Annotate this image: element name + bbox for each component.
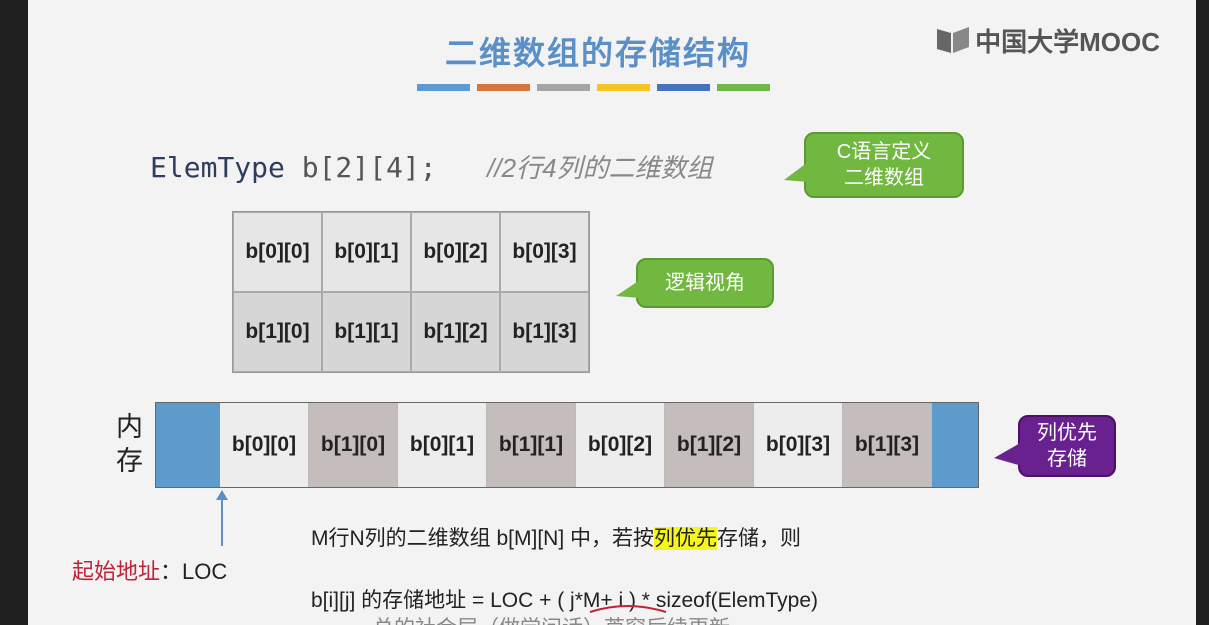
start-address-value: LOC — [182, 559, 228, 584]
code-type: ElemType — [150, 151, 285, 184]
start-address-sep: ： — [160, 559, 183, 584]
grid-cell: b[0][2] — [411, 212, 500, 292]
color-bar-5 — [657, 84, 710, 91]
formula-line-1: M行N列的二维数组 b[M][N] 中，若按列优先存储，则 — [311, 522, 801, 552]
memory-cell: b[1][1] — [487, 403, 576, 487]
code-comment: //2行4列的二维数组 — [487, 153, 713, 183]
memory-cell: b[1][3] — [843, 403, 932, 487]
formula-line-1-post: 存储，则 — [717, 527, 802, 550]
brand-text: 中国大学MOOC — [975, 26, 1160, 57]
memory-cell: b[0][1] — [398, 403, 487, 487]
formula-line-2: b[i][j] 的存储地址 = LOC + ( j*M+ i ) * sizeo… — [311, 589, 819, 612]
memory-cell: b[1][0] — [309, 403, 398, 487]
mooc-logo: 中国大学MOOC — [935, 24, 1160, 57]
start-address: 起始地址：LOC — [72, 554, 227, 586]
memory-strip: b[0][0] b[1][0] b[0][1] b[1][1] b[0][2] … — [155, 402, 979, 488]
red-underline-mark — [589, 605, 667, 613]
memory-cell: b[0][2] — [576, 403, 665, 487]
book-icon — [935, 25, 971, 55]
formula-line-1-pre: M行N列的二维数组 b[M][N] 中，若按 — [311, 527, 655, 550]
callout-c-definition: C语言定义 二维数组 — [804, 132, 964, 198]
grid-cell: b[1][0] — [233, 292, 322, 372]
code-declaration: ElemType b[2][4]; //2行4列的二维数组 — [150, 148, 713, 185]
grid-cell: b[1][3] — [500, 292, 589, 372]
memory-label: 内存 — [116, 412, 143, 476]
callout-logical-view: 逻辑视角 — [636, 258, 774, 308]
grid-cell: b[0][0] — [233, 212, 322, 292]
memory-cell: b[0][3] — [754, 403, 843, 487]
highlight-column-major: 列优先 — [654, 527, 718, 550]
color-bar-6 — [717, 84, 770, 91]
memory-cell: b[1][2] — [665, 403, 754, 487]
memory-edge-right — [932, 403, 978, 487]
color-bar-3 — [537, 84, 590, 91]
color-bar-1 — [417, 84, 470, 91]
slide-title: 二维数组的存储结构 — [444, 35, 751, 71]
color-bar-4 — [597, 84, 650, 91]
grid-cell: b[0][1] — [322, 212, 411, 292]
slide: 二维数组的存储结构 中国大学MOOC ElemType b[2][4]; //2… — [28, 0, 1196, 625]
memory-cell: b[0][0] — [220, 403, 309, 487]
callout-tail — [616, 280, 640, 298]
logical-grid: b[0][0] b[0][1] b[0][2] b[0][3] b[1][0] … — [232, 211, 590, 373]
formula-line-3-partial: 总的社会层（做学问话）芦窗后续更新 — [373, 612, 843, 625]
start-address-label: 起始地址 — [72, 559, 161, 584]
color-bar-2 — [477, 84, 530, 91]
arrow-up-icon — [216, 490, 228, 546]
callout-tail — [784, 162, 808, 182]
grid-cell: b[1][1] — [322, 292, 411, 372]
memory-edge-left — [156, 403, 220, 487]
code-decl: b[2][4]; — [301, 151, 437, 184]
callout-tail — [994, 442, 1022, 466]
grid-cell: b[1][2] — [411, 292, 500, 372]
callout-column-major: 列优先 存储 — [1018, 415, 1116, 477]
grid-cell: b[0][3] — [500, 212, 589, 292]
